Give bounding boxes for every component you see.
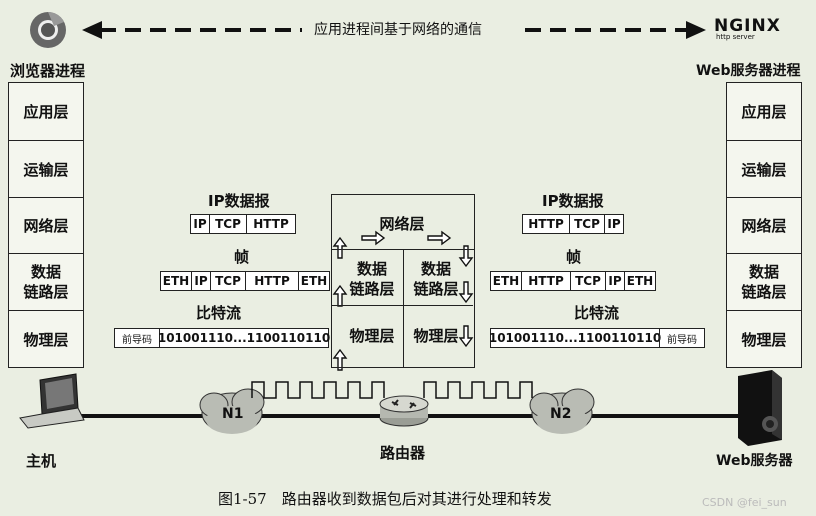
router-physical-divider bbox=[331, 305, 473, 306]
right-ip-cell-ip: IP bbox=[604, 215, 623, 233]
nginx-subtitle: http server bbox=[716, 33, 755, 41]
browser-layer-physical: 物理层 bbox=[9, 310, 83, 367]
browser-protocol-stack: 应用层 运输层 网络层 数据 链路层 物理层 bbox=[8, 82, 84, 368]
left-ip-cell-ip: IP bbox=[193, 217, 207, 231]
top-message: 应用进程间基于网络的通信 bbox=[314, 22, 482, 38]
left-frame-cell-ip: IP bbox=[191, 272, 210, 290]
left-ip-datagram-title: IP数据报 bbox=[208, 192, 270, 210]
right-ip-datagram: HTTP TCP IP bbox=[522, 214, 624, 234]
bit-wave-right bbox=[423, 381, 533, 399]
router-flow-arrows bbox=[332, 230, 474, 371]
server-layer-transport: 运输层 bbox=[727, 140, 801, 197]
server-icon bbox=[738, 370, 782, 446]
left-frame-title: 帧 bbox=[234, 248, 250, 266]
router-label: 路由器 bbox=[380, 444, 426, 462]
right-frame-cell-eth-tail: ETH bbox=[624, 272, 655, 290]
left-bits-value: 101001110...1100110110 bbox=[157, 329, 331, 347]
server-layer-physical: 物理层 bbox=[727, 310, 801, 367]
csdn-watermark: CSDN @fei_sun bbox=[702, 496, 787, 509]
right-ip-datagram-title: IP数据报 bbox=[542, 192, 604, 210]
router-left-physical: 物理层 bbox=[349, 327, 395, 345]
router-network-layer: 网络层 bbox=[379, 215, 425, 233]
server-layer-network: 网络层 bbox=[727, 197, 801, 253]
left-frame: ETH IP TCP HTTP ETH bbox=[160, 271, 330, 291]
right-ip-cell-http: HTTP bbox=[528, 217, 564, 231]
cloud-n2 bbox=[529, 388, 595, 434]
left-frame-cell-http: HTTP bbox=[245, 272, 298, 290]
left-bitstream: 前导码 101001110...1100110110 bbox=[114, 328, 331, 348]
left-ip-datagram: IP TCP HTTP bbox=[190, 214, 296, 234]
figure-caption: 图1-57 路由器收到数据包后对其进行处理和转发 bbox=[218, 490, 552, 508]
right-frame-cell-eth-head: ETH bbox=[492, 274, 520, 288]
host-label: 主机 bbox=[26, 452, 57, 470]
left-ip-cell-http: HTTP bbox=[246, 215, 295, 233]
router-left-datalink: 数据 链路层 bbox=[349, 260, 395, 298]
nginx-logo: NGINX http server bbox=[714, 16, 781, 41]
router-right-datalink: 数据 链路层 bbox=[413, 260, 459, 298]
router-right-column bbox=[403, 249, 474, 367]
right-bits-preamble: 前导码 bbox=[659, 329, 704, 347]
left-bits-preamble: 前导码 bbox=[122, 334, 152, 346]
right-ip-cell-tcp: TCP bbox=[569, 215, 604, 233]
right-frame-cell-tcp: TCP bbox=[570, 272, 605, 290]
server-protocol-stack: 应用层 运输层 网络层 数据 链路层 物理层 bbox=[726, 82, 802, 368]
right-frame-cell-ip: IP bbox=[605, 272, 624, 290]
left-frame-cell-eth-tail: ETH bbox=[298, 272, 329, 290]
cloud-n1 bbox=[199, 388, 265, 434]
router-icon bbox=[379, 395, 429, 427]
right-bits-value: 101001110...1100110110 bbox=[488, 331, 662, 345]
server-layer-application: 应用层 bbox=[741, 103, 787, 121]
right-frame-title: 帧 bbox=[566, 248, 582, 266]
router-protocol-stack bbox=[331, 194, 475, 368]
left-bitstream-title: 比特流 bbox=[196, 304, 242, 322]
right-frame: ETH HTTP TCP IP ETH bbox=[490, 271, 656, 291]
browser-layer-application: 应用层 bbox=[23, 103, 69, 121]
cloud-n2-label: N2 bbox=[550, 406, 572, 422]
web-server-label: Web服务器 bbox=[716, 453, 793, 469]
cloud-n1-label: N1 bbox=[222, 406, 244, 422]
router-right-physical: 物理层 bbox=[413, 327, 459, 345]
left-frame-cell-tcp: TCP bbox=[210, 272, 245, 290]
nginx-name: NGINX bbox=[714, 16, 781, 36]
browser-layer-network: 网络层 bbox=[9, 197, 83, 253]
browser-layer-datalink: 数据 链路层 bbox=[9, 253, 83, 310]
laptop-icon bbox=[19, 373, 85, 429]
web-server-process-label: Web服务器进程 bbox=[696, 63, 801, 79]
left-ip-cell-tcp: TCP bbox=[209, 215, 246, 233]
browser-layer-transport: 运输层 bbox=[9, 140, 83, 197]
right-bitstream-title: 比特流 bbox=[574, 304, 620, 322]
top-communication-arrow bbox=[82, 18, 706, 42]
bit-wave-left bbox=[251, 381, 385, 399]
right-frame-cell-http: HTTP bbox=[521, 272, 570, 290]
right-bitstream: 101001110...1100110110 前导码 bbox=[488, 328, 705, 348]
server-layer-datalink: 数据 链路层 bbox=[727, 253, 801, 310]
browser-icon bbox=[30, 12, 66, 48]
left-frame-cell-eth-head: ETH bbox=[162, 274, 190, 288]
browser-process-label: 浏览器进程 bbox=[10, 62, 86, 80]
